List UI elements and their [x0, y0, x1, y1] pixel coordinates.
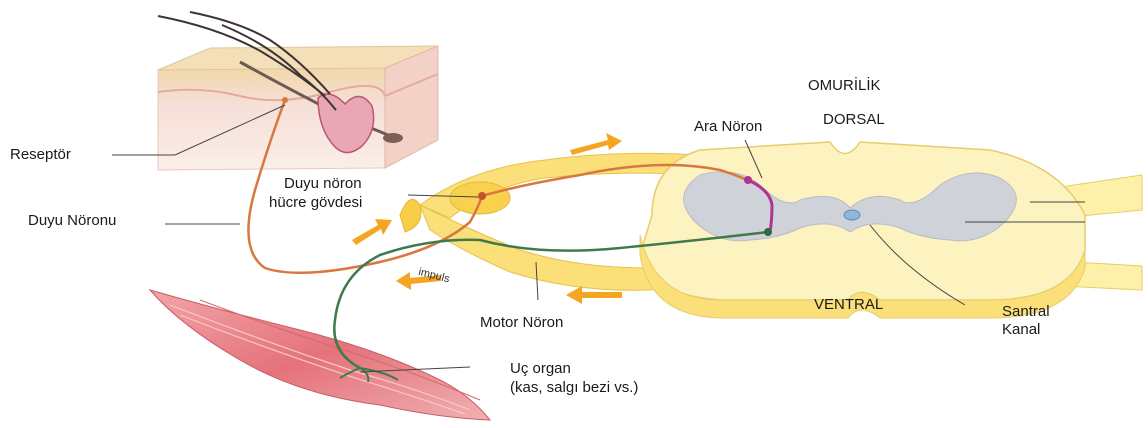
label-uc-organ-line2: (kas, salgı bezi vs.) — [510, 379, 638, 397]
label-motor-noron: Motor Nöron — [480, 314, 563, 332]
label-dorsal: DORSAL — [823, 111, 885, 129]
sensory-cell-body — [478, 192, 486, 200]
motor-cell-body — [764, 228, 772, 236]
skin-section — [158, 46, 438, 170]
label-uc-organ-line1: Uç organ — [510, 360, 571, 378]
sensory-receptor-tip — [282, 97, 288, 103]
arrow-right-left — [352, 219, 392, 245]
label-duyu-noronu: Duyu Nöronu — [28, 212, 116, 230]
muscle — [150, 290, 490, 420]
label-santral-line1: Santral — [1002, 303, 1050, 321]
label-omurilik: OMURİLİK — [808, 77, 881, 95]
label-ventral: VENTRAL — [814, 296, 883, 314]
arrow-right-top — [570, 133, 622, 155]
label-santral-line2: Kanal — [1002, 321, 1040, 339]
label-ara-noron: Ara Nöron — [694, 118, 762, 136]
label-duyu-noron-hucre-line2: hücre gövdesi — [269, 194, 362, 212]
interneuron-synapse — [744, 176, 752, 184]
label-duyu-noron-hucre-line1: Duyu nöron — [284, 175, 362, 193]
label-reseptor: Reseptör — [10, 146, 71, 164]
